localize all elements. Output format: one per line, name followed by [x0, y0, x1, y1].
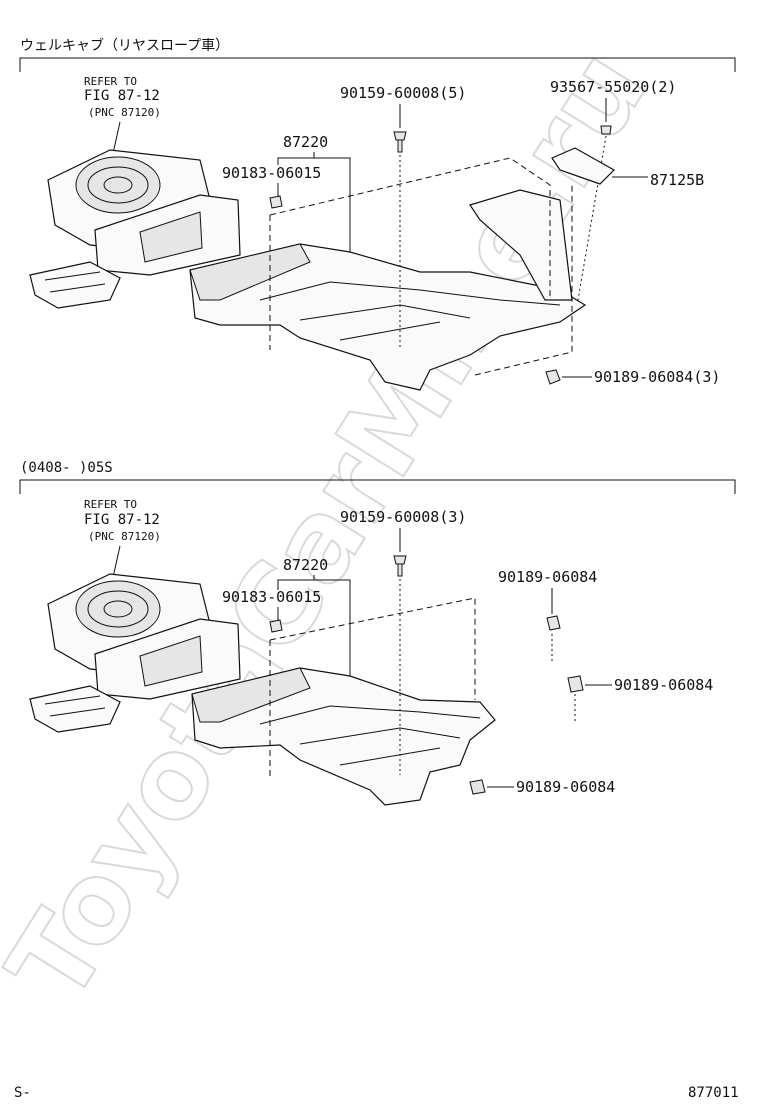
refer-line-1: REFER TO — [84, 498, 137, 511]
part-number-nut: 90189-06084(3) — [594, 368, 720, 386]
nut-icon — [567, 675, 584, 693]
section-bracket — [19, 57, 736, 72]
nut-icon — [546, 615, 561, 631]
footer-left: S- — [14, 1085, 31, 1101]
footer-right: 877011 — [688, 1085, 739, 1101]
part-number-screw: 90159-60008(5) — [340, 84, 466, 102]
refer-line-2: FIG 87-12 — [84, 512, 160, 528]
part-number-main: 87220 — [283, 133, 328, 151]
screw-small-icon — [600, 125, 612, 135]
refer-line-3: (PNC 87120) — [88, 530, 161, 543]
section-bracket — [19, 479, 736, 494]
part-number-main: 87220 — [283, 556, 328, 574]
part-number-clip: 90183-06015 — [222, 164, 321, 182]
blower-unit-illustration — [29, 149, 241, 309]
refer-line-1: REFER TO — [84, 75, 137, 88]
part-number-screw: 90159-60008(3) — [340, 508, 466, 526]
screw-icon — [393, 555, 407, 577]
clip-icon — [269, 619, 283, 633]
part-number-nut-a: 90189-06084 — [498, 568, 597, 586]
section-header: ウェルキャブ（リヤスロープ車） — [20, 37, 229, 54]
blower-unit-illustration — [29, 573, 241, 733]
plate-icon — [551, 147, 615, 185]
screw-icon — [393, 131, 407, 153]
clip-icon — [269, 195, 283, 209]
part-number-screw-2: 93567-55020(2) — [550, 78, 676, 96]
nut-icon — [469, 779, 486, 795]
refer-line-2: FIG 87-12 — [84, 88, 160, 104]
part-number-nut-b: 90189-06084 — [614, 676, 713, 694]
section-05s: (0408- )05S REFER TO FIG 87-12 (PNC 8712… — [19, 460, 736, 806]
part-number-nut-c: 90189-06084 — [516, 778, 615, 796]
part-number-plate: 87125B — [650, 171, 704, 189]
duct-panel-illustration — [189, 189, 587, 391]
refer-line-3: (PNC 87120) — [88, 106, 161, 119]
nut-icon — [545, 369, 561, 385]
duct-panel-illustration — [191, 667, 496, 806]
section-header: (0408- )05S — [20, 460, 113, 476]
section-rear-slope: ウェルキャブ（リヤスロープ車） REFER TO FIG 87-12 (PNC … — [19, 37, 736, 391]
part-number-clip: 90183-06015 — [222, 588, 321, 606]
